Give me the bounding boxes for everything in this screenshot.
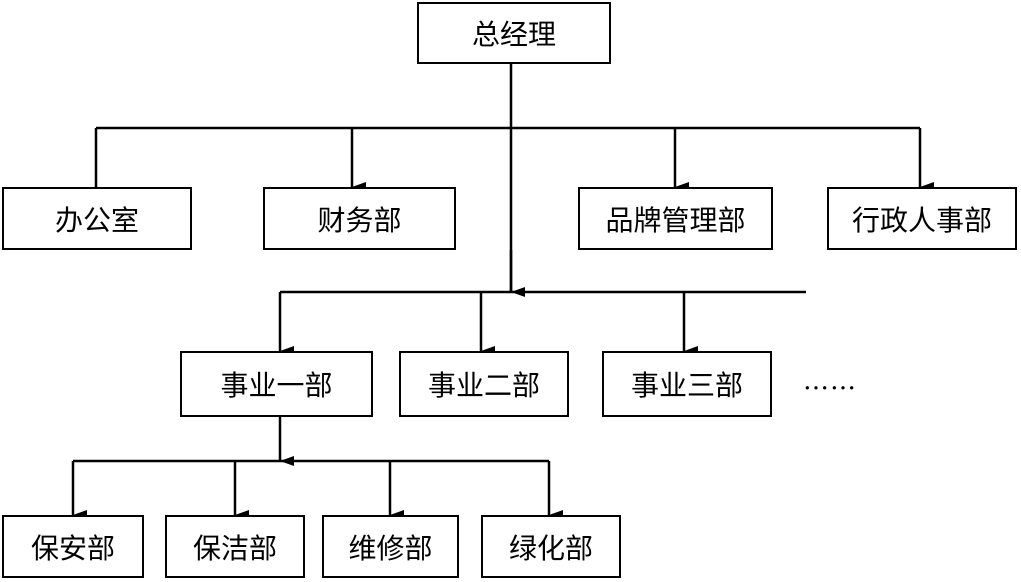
node-business-division-3: 事业三部 xyxy=(602,351,772,417)
node-maintenance: 维修部 xyxy=(322,515,459,578)
node-business-division-2: 事业二部 xyxy=(399,351,569,417)
node-general-manager: 总经理 xyxy=(417,2,611,64)
node-admin-hr: 行政人事部 xyxy=(827,187,1017,250)
node-cleaning: 保洁部 xyxy=(165,515,305,578)
more-divisions-ellipsis: …… xyxy=(803,366,857,396)
node-finance: 财务部 xyxy=(263,187,456,250)
node-business-division-1: 事业一部 xyxy=(180,351,373,417)
node-greening: 绿化部 xyxy=(481,515,621,578)
node-office: 办公室 xyxy=(2,187,192,250)
node-security: 保安部 xyxy=(2,515,144,578)
node-brand-management: 品牌管理部 xyxy=(578,187,773,250)
